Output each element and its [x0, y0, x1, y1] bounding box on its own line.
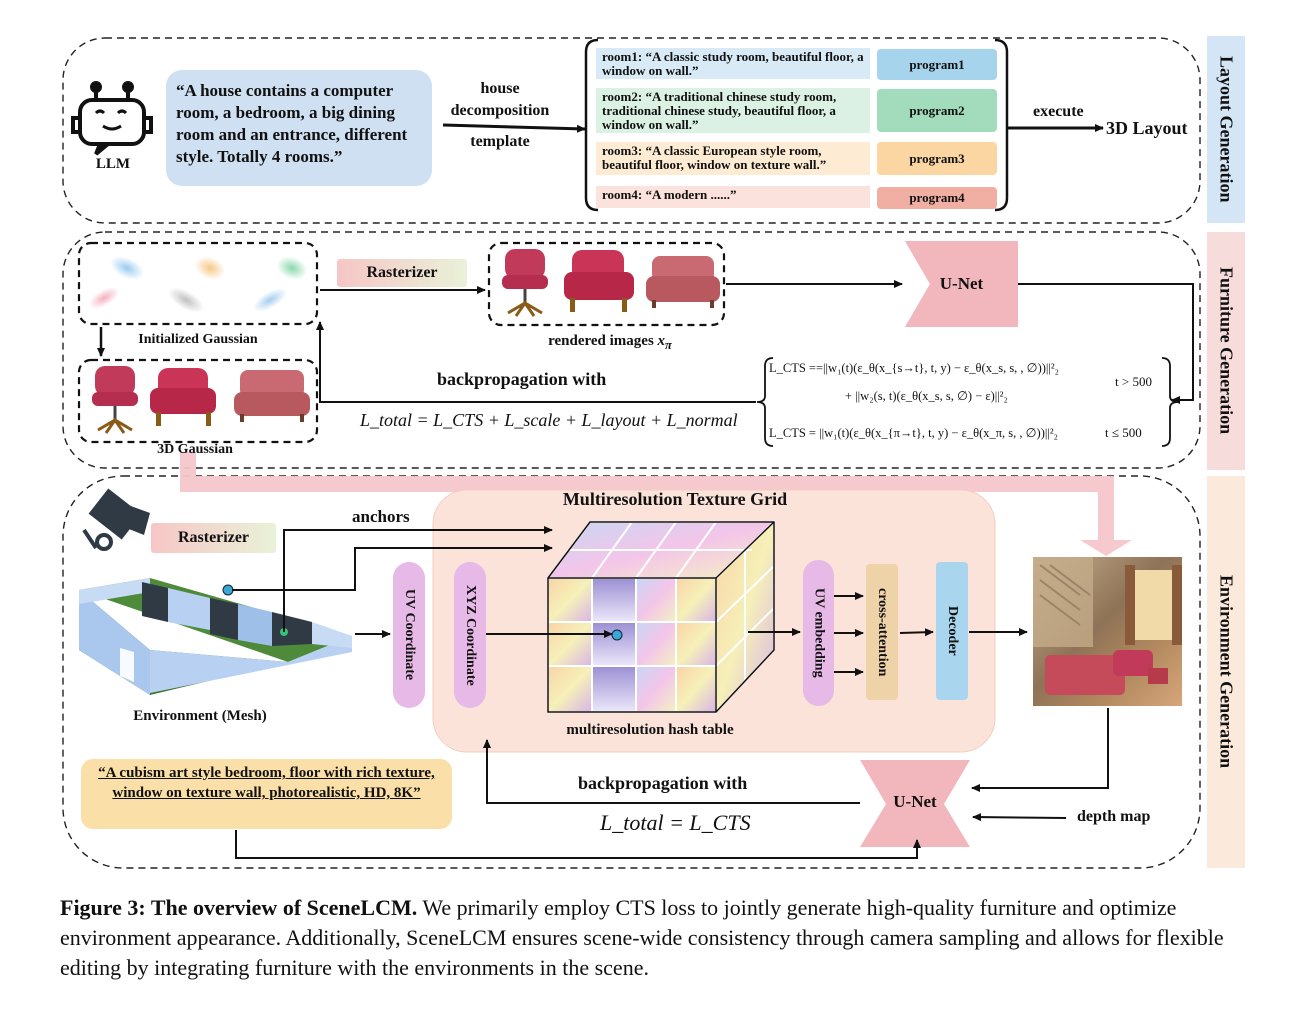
program3-box: program3: [877, 142, 997, 175]
cts-loss-case1: L_CTS ==||w₁(t)(ε_θ(x_{s→t}, t, y) − ε_θ…: [769, 361, 1060, 375]
environment-side-bg: [1207, 476, 1245, 868]
hash-table-label: multiresolution hash table: [566, 722, 734, 738]
cts-case1-condition: t > 500: [1115, 374, 1152, 389]
environment-total-loss: L_total = L_CTS: [600, 810, 751, 835]
office-chair-image-1: [92, 366, 138, 434]
layout-generation-label: Layout Generation: [1216, 56, 1237, 203]
unet-furniture-label: U-Net: [939, 274, 984, 293]
figure-caption: Figure 3: The overview of SceneLCM. We p…: [60, 893, 1250, 983]
rendered-images-label: rendered images xπ: [548, 333, 672, 352]
pink-transfer-arrow: [180, 452, 1132, 556]
cts-loss-case2: L_CTS = ||w₁(t)(ε_θ(x_{π→t}, t, y) − ε_θ…: [769, 426, 1058, 440]
environment-mesh-label: Environment (Mesh): [133, 708, 267, 724]
rasterizer-environment: Rasterizer: [151, 523, 276, 553]
caption-body: We primarily employ CTS loss to jointly …: [60, 895, 1224, 980]
sofa-image-2: [646, 256, 720, 308]
cross-attention-box: cross-attention: [866, 564, 898, 700]
room4-description: room4: “A modern ......”: [596, 186, 870, 208]
uv-coordinate-box: UV Coordinate: [393, 562, 425, 708]
office-chair-image-2: [502, 249, 548, 317]
initialized-gaussian-label: Initialized Gaussian: [138, 332, 258, 347]
template-label: template: [470, 133, 530, 150]
layout-section-border: [62, 37, 1201, 224]
rasterizer-furniture: Rasterizer: [337, 259, 467, 287]
unet-environment-label: U-Net: [893, 792, 937, 811]
caption-title: Figure 3: The overview of SceneLCM.: [60, 895, 418, 920]
house-decomposition-label: house decomposition: [450, 80, 550, 119]
robot-icon: [71, 81, 153, 156]
room3-description: room3: “A classic European style room, b…: [596, 142, 870, 175]
hash-grid-cube: [546, 519, 777, 715]
program2-box: program2: [877, 89, 997, 132]
sofa-image-1: [234, 370, 310, 422]
environment-mesh: [79, 578, 352, 695]
furniture-section-border: [62, 231, 1201, 469]
xyz-coordinate-box: XYZ Coordinate: [454, 562, 486, 708]
cts-loss-case1-term2: + ||w₂(s, t)(ε_θ(x_s, s, ∅) − ε)||²₂: [845, 389, 1008, 403]
rendered-images-subscript: π: [665, 338, 672, 352]
uv-embedding-box: UV embedding: [803, 560, 834, 706]
furniture-backprop-label: backpropagation with: [437, 369, 607, 389]
rendered-images-symbol: x: [657, 333, 666, 349]
program1-box: program1: [877, 49, 997, 80]
unet-shape-environment: [860, 760, 970, 847]
armchair-image-1: [150, 368, 216, 426]
3d-layout-label: 3D Layout: [1106, 118, 1188, 138]
camera-icon: [82, 488, 150, 551]
environment-generation-label: Environment Generation: [1216, 575, 1237, 769]
gaussian-3d-label: 3D Gaussian: [157, 442, 233, 457]
room2-description: room2: “A traditional chinese study room…: [596, 88, 870, 133]
cts-loss-brace: [756, 357, 774, 447]
depth-map-label: depth map: [1077, 808, 1151, 825]
program4-box: program4: [877, 187, 997, 209]
execute-label: execute: [1033, 103, 1084, 120]
armchair-image-2: [564, 250, 634, 312]
cts-case2-condition: t ≤ 500: [1105, 425, 1142, 440]
decoder-box: Decoder: [936, 562, 968, 700]
furniture-total-loss: L_total = L_CTS + L_scale + L_layout + L…: [360, 410, 738, 430]
layout-side-bg: [1207, 36, 1245, 223]
anchors-label: anchors: [352, 507, 410, 526]
rendered-room-image: [1033, 557, 1182, 706]
house-prompt: “A house contains a computer room, a bed…: [166, 70, 432, 186]
llm-label: LLM: [95, 156, 131, 172]
room1-description: room1: “A classic study room, beautiful …: [596, 48, 870, 79]
environment-backprop-label: backpropagation with: [578, 773, 748, 793]
furniture-side-bg: [1207, 232, 1245, 470]
texture-grid-title: Multiresolution Texture Grid: [562, 489, 788, 509]
environment-prompt: “A cubism art style bedroom, floor with …: [81, 759, 452, 829]
furniture-generation-label: Furniture Generation: [1216, 267, 1237, 435]
rooms-bracket: [584, 38, 1009, 212]
